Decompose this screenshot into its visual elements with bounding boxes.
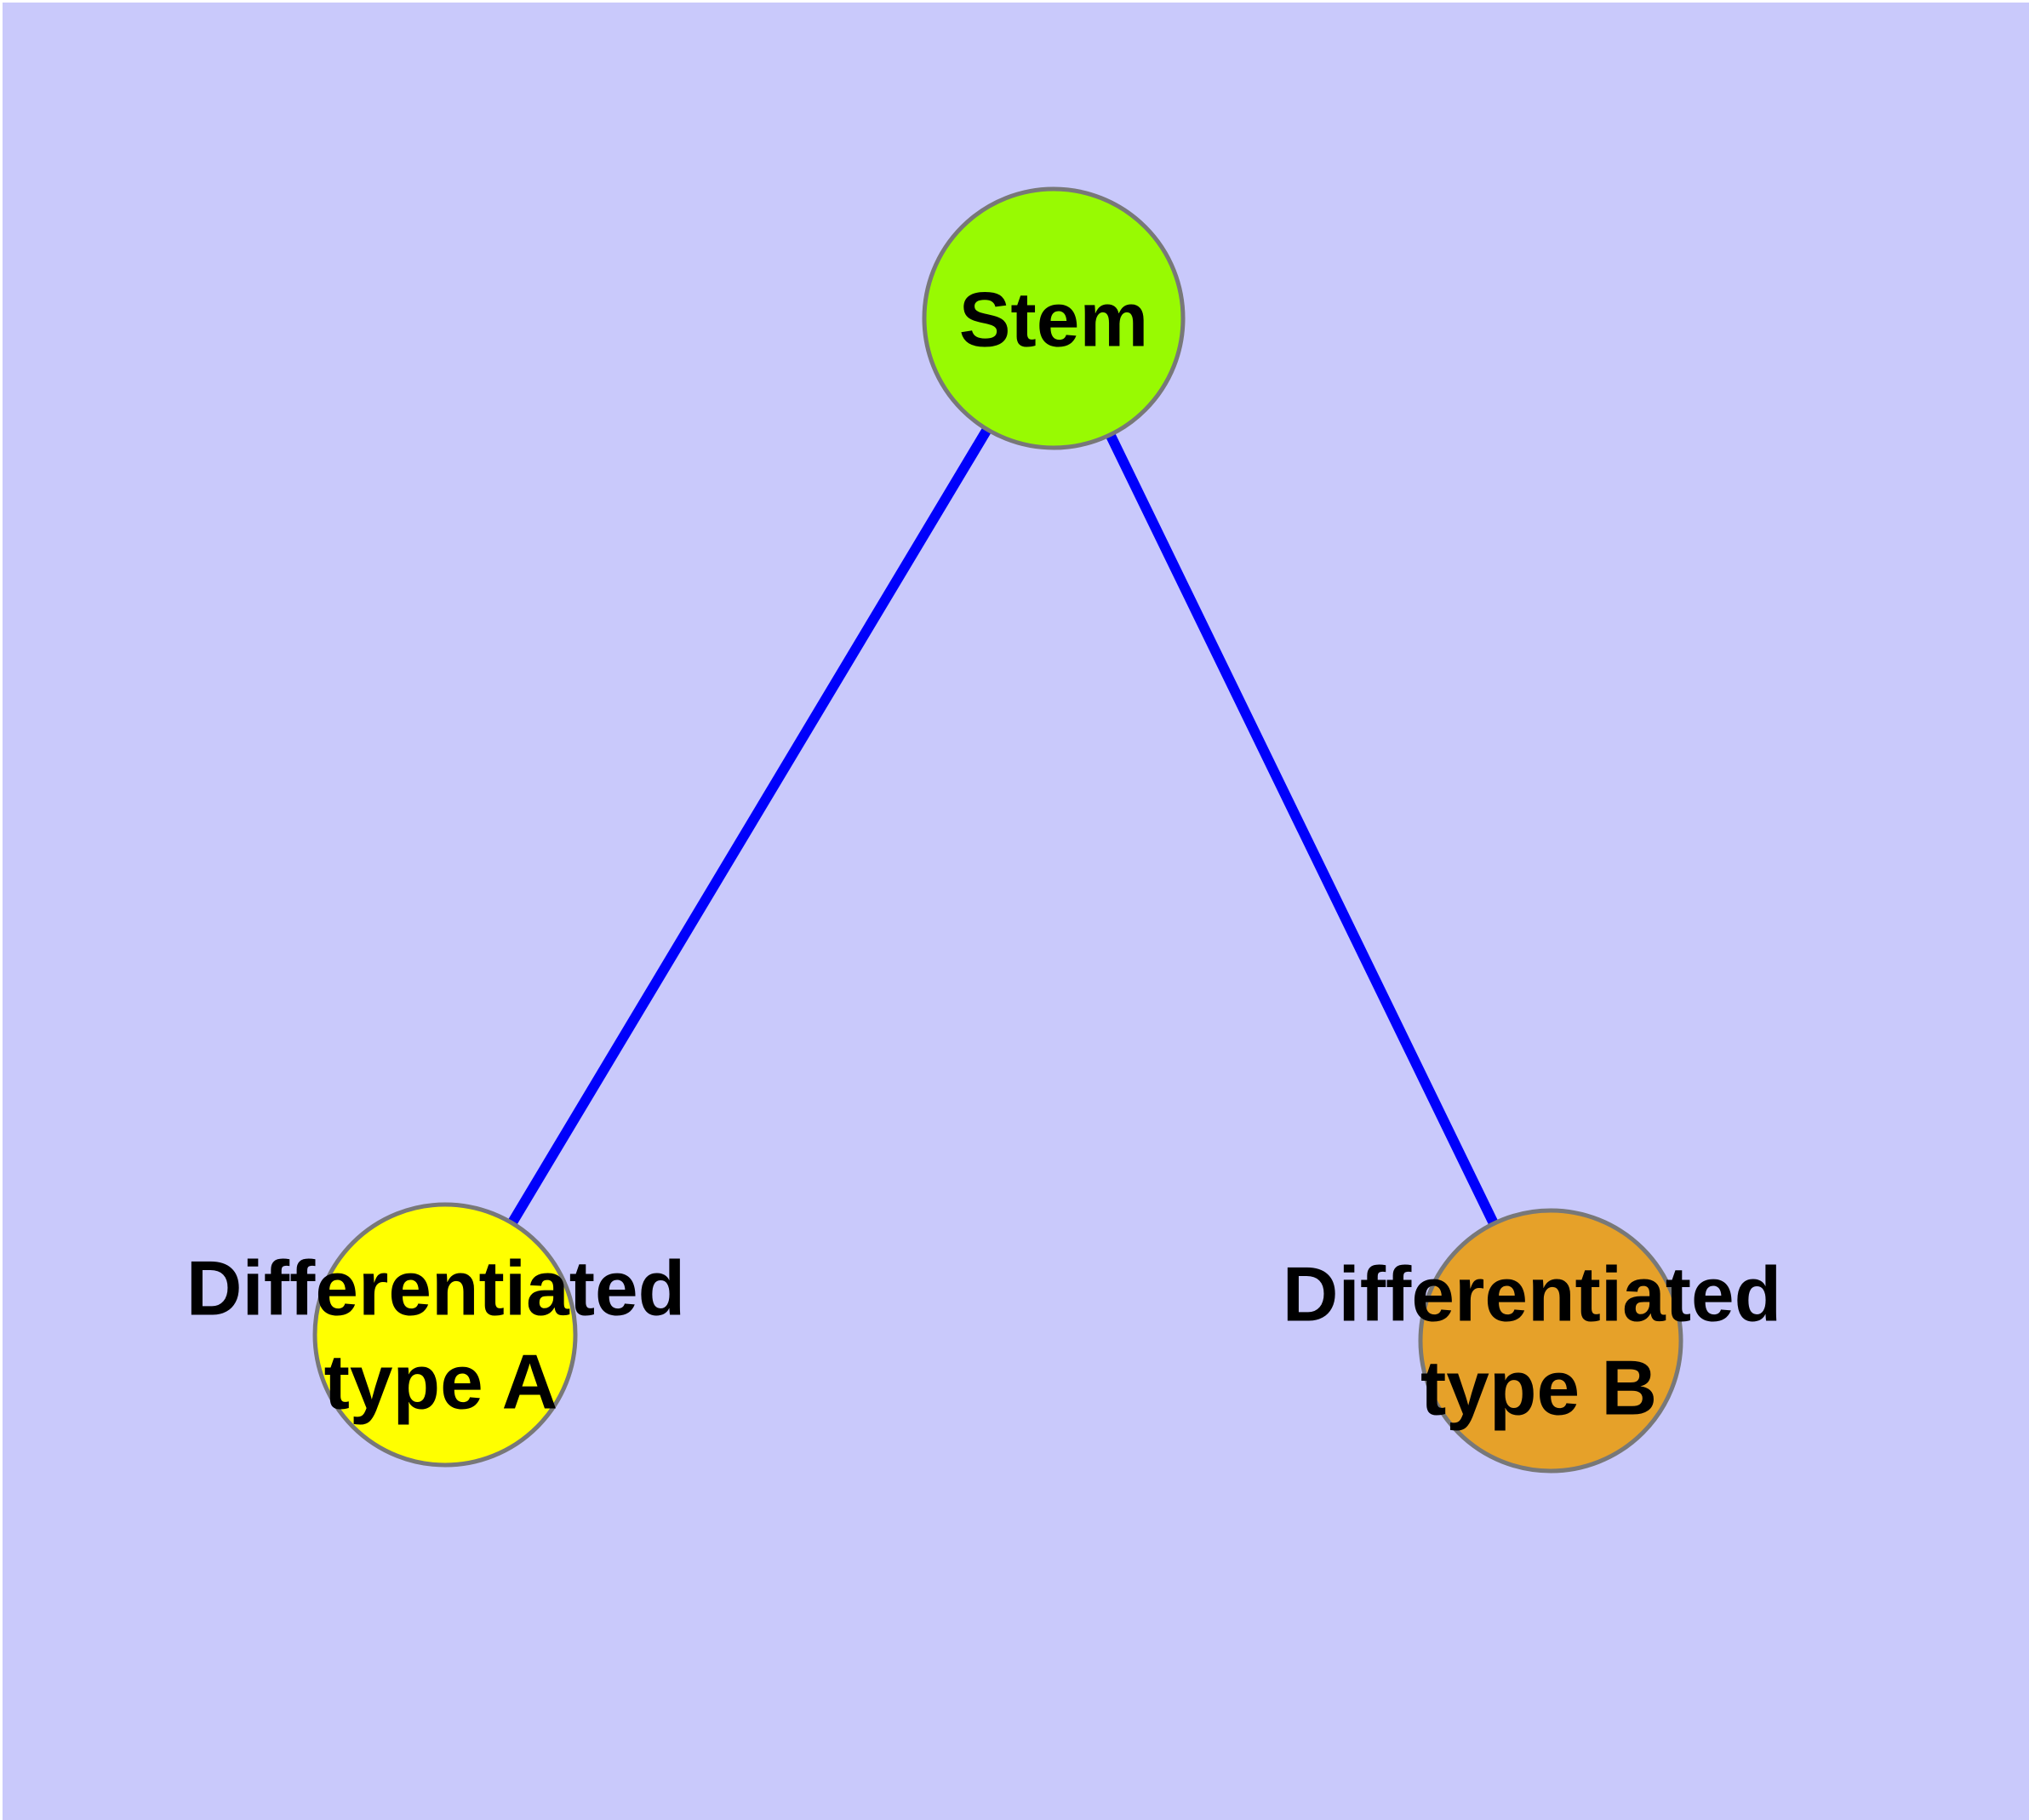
edge-stem-to-differentiated-type-b bbox=[1049, 316, 1556, 1343]
node-differentiated-type-a: Differentiated type A bbox=[186, 1202, 686, 1468]
node-stem-circle bbox=[922, 186, 1186, 450]
node-differentiated-type-b-label-line-2: type B bbox=[1420, 1346, 1657, 1432]
node-stem-label: Stem bbox=[959, 278, 1149, 363]
node-differentiated-type-b: Differentiated type B bbox=[1283, 1208, 1782, 1474]
edge-stem-to-differentiated-type-a bbox=[440, 315, 1059, 1338]
node-stem: Stem bbox=[922, 186, 1186, 450]
node-differentiated-type-a-label-line-2: type A bbox=[324, 1340, 558, 1426]
node-differentiated-type-b-label-line-1: Differentiated bbox=[1283, 1252, 1782, 1338]
edge-group bbox=[440, 315, 1556, 1343]
node-differentiated-type-a-label-line-1: Differentiated bbox=[186, 1246, 686, 1332]
node-differentiated-type-b-circle bbox=[1418, 1208, 1683, 1474]
node-differentiated-type-a-circle bbox=[312, 1202, 578, 1468]
